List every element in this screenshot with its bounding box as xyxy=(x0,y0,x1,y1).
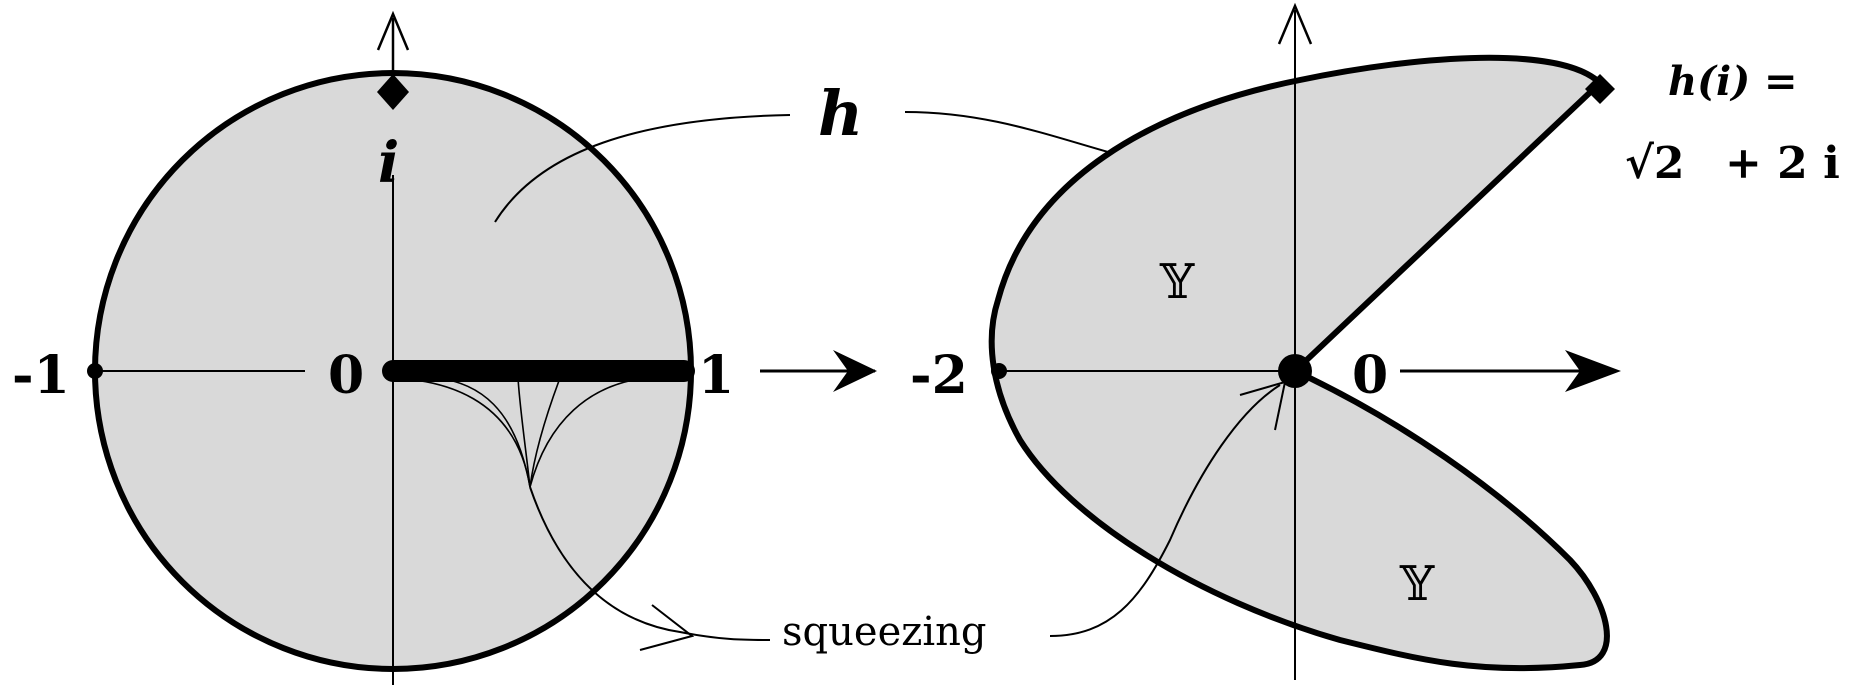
squeezing-annotation: squeezing xyxy=(529,380,1287,655)
label-neg2: -2 xyxy=(910,345,968,406)
label-i: i xyxy=(378,130,399,196)
squeeze-arrow-right xyxy=(1049,384,1281,637)
label-zero-right: 0 xyxy=(1352,345,1388,406)
point-neg1 xyxy=(87,363,103,379)
label-hi-rest: + 2 i xyxy=(1725,138,1840,189)
label-one: 1 xyxy=(698,345,734,406)
label-squeezing: squeezing xyxy=(782,609,986,655)
label-hi-sqrt: √2 xyxy=(1625,138,1685,189)
h-arrow-left-stroke xyxy=(494,114,791,223)
point-hi-diamond xyxy=(1585,74,1615,104)
label-hi-line1: h(i) = xyxy=(1668,58,1798,105)
point-origin-image xyxy=(1278,354,1312,388)
label-Y-upper: 𝕐 xyxy=(1159,254,1195,310)
left-real-axis-arrowhead xyxy=(833,350,877,392)
label-neg1: -1 xyxy=(12,345,70,406)
right-real-axis-arrowhead xyxy=(1565,350,1621,392)
squeeze-arrow-left-head xyxy=(639,604,695,651)
label-h: h xyxy=(818,77,863,150)
point-i-diamond xyxy=(377,74,409,110)
right-region-panel: -2 0 𝕐 𝕐 h(i) = √2 + 2 i xyxy=(910,2,1840,680)
squeeze-arrow-left xyxy=(529,486,771,641)
squeeze-arrow-right-head xyxy=(1239,380,1287,431)
label-Y-lower: 𝕐 xyxy=(1399,556,1435,612)
point-neg2 xyxy=(991,363,1007,379)
right-imag-arrowhead xyxy=(1277,2,1313,45)
left-disk-panel: -1 0 1 i xyxy=(12,10,877,685)
left-imag-arrowhead xyxy=(376,10,410,51)
label-zero-left: 0 xyxy=(328,345,364,406)
squeeze-curves xyxy=(391,377,646,488)
